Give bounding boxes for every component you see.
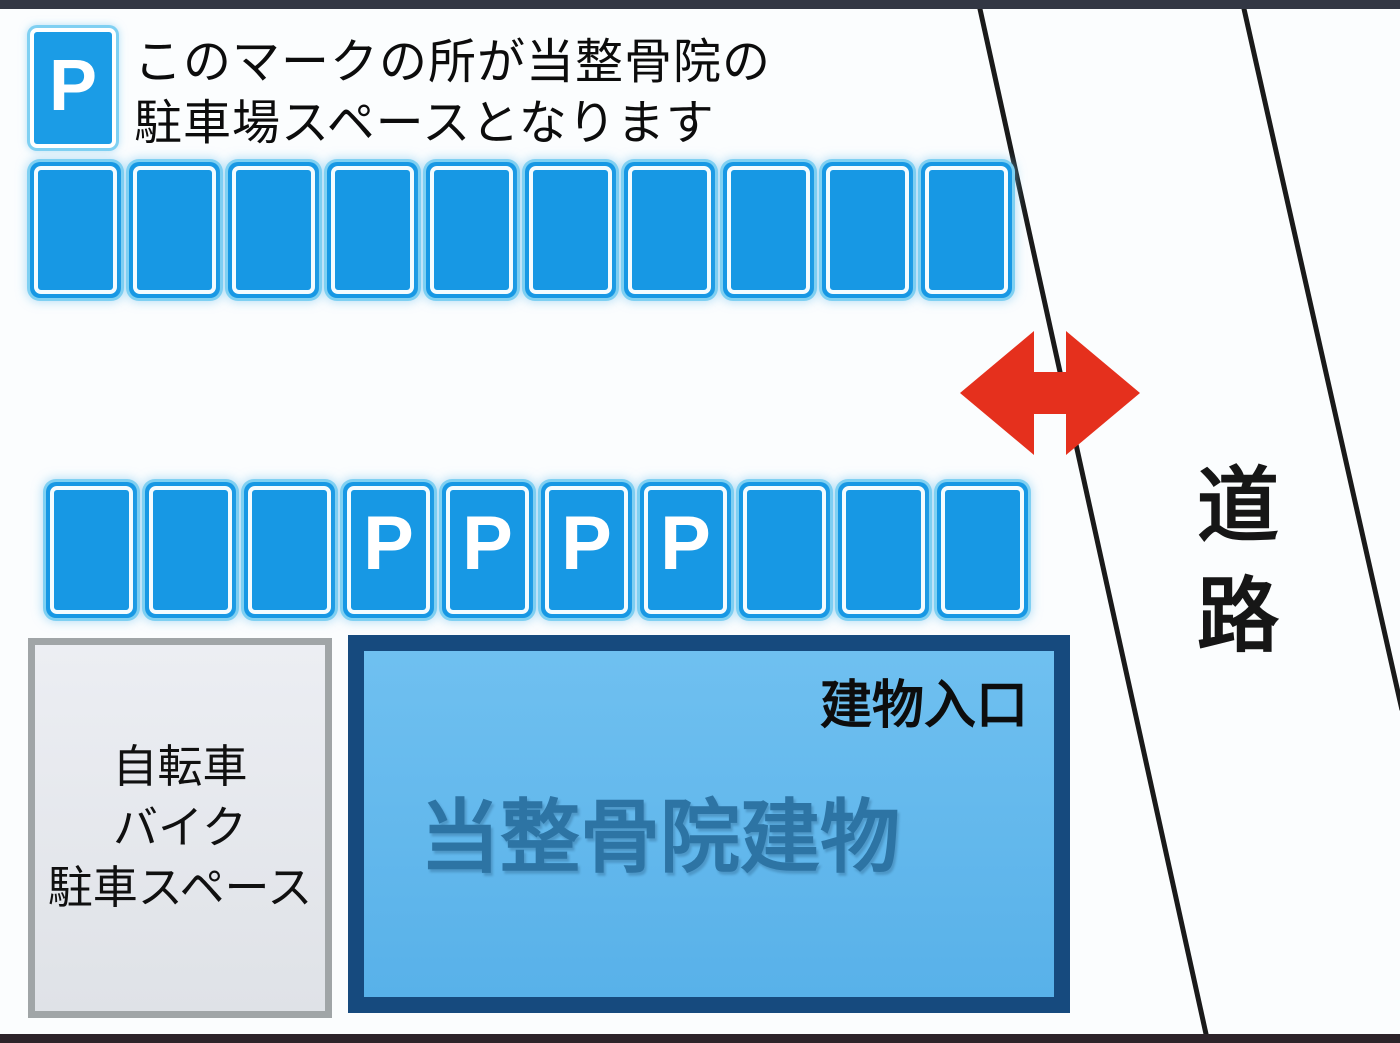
parking-slot bbox=[228, 162, 319, 298]
parking-slot bbox=[723, 162, 814, 298]
parking-slot: P bbox=[442, 482, 533, 618]
parking-slot: P bbox=[541, 482, 632, 618]
road-label-char-1: 道 bbox=[1196, 461, 1279, 552]
top-border-bar bbox=[0, 0, 1400, 9]
parking-slot bbox=[921, 162, 1012, 298]
parking-slot bbox=[129, 162, 220, 298]
parking-slot bbox=[822, 162, 913, 298]
legend-text: このマークの所が当整骨院の 駐車場スペースとなります bbox=[134, 32, 771, 154]
bike-parking-area: 自転車 バイク 駐車スペース bbox=[28, 638, 332, 1018]
bottom-border-bar bbox=[0, 1034, 1400, 1043]
two-way-arrow-shape bbox=[960, 331, 1140, 455]
clinic-building: 建物入口 当整骨院建物 bbox=[348, 635, 1070, 1013]
parking-slot bbox=[327, 162, 418, 298]
parking-slot bbox=[46, 482, 137, 618]
parking-row-top bbox=[30, 162, 1012, 298]
road-label: 道 路 bbox=[1190, 466, 1286, 686]
parking-slot bbox=[739, 482, 830, 618]
parking-slot-p-label: P bbox=[363, 501, 414, 586]
parking-sign-icon: P bbox=[30, 28, 116, 148]
building-name-label: 当整骨院建物 bbox=[420, 793, 900, 882]
parking-slot bbox=[624, 162, 715, 298]
parking-slot bbox=[145, 482, 236, 618]
parking-slot: P bbox=[343, 482, 434, 618]
parking-slot bbox=[937, 482, 1028, 618]
bike-label-line-2: バイク bbox=[112, 801, 248, 853]
bike-label-line-1: 自転車 bbox=[112, 740, 248, 792]
road-label-char-2: 路 bbox=[1196, 571, 1279, 662]
building-entrance-label: 建物入口 bbox=[819, 677, 1028, 735]
parking-slot bbox=[838, 482, 929, 618]
parking-slot bbox=[426, 162, 517, 298]
parking-slot bbox=[244, 482, 335, 618]
legend-line-1: このマークの所が当整骨院の bbox=[134, 36, 772, 89]
bike-label-line-3: 駐車スペース bbox=[47, 862, 313, 914]
parking-sign-letter: P bbox=[48, 46, 98, 126]
parking-slot-p-label: P bbox=[561, 501, 612, 586]
parking-slot-p-label: P bbox=[462, 501, 513, 586]
parking-slot bbox=[525, 162, 616, 298]
parking-slot: P bbox=[640, 482, 731, 618]
bike-parking-label: 自転車 バイク 駐車スペース bbox=[48, 737, 313, 919]
parking-slot bbox=[30, 162, 121, 298]
parking-slot-p-label: P bbox=[660, 501, 711, 586]
two-way-arrow-icon bbox=[960, 331, 1140, 455]
legend-line-2: 駐車場スペースとなります bbox=[134, 97, 715, 150]
